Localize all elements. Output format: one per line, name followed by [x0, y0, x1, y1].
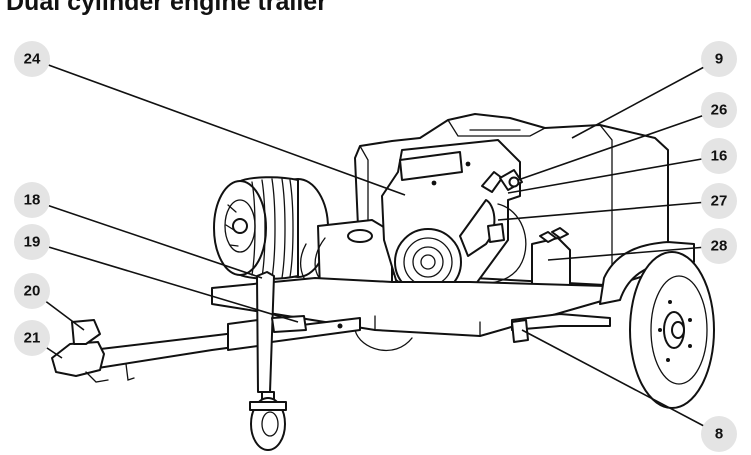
callout-number: 16 — [711, 148, 728, 165]
leader-28 — [547, 245, 720, 261]
diagram-title: Dual cylinder engine trailer — [6, 0, 327, 16]
callout-number: 9 — [715, 51, 723, 68]
leader-8 — [521, 329, 720, 435]
leader-lines — [31, 58, 720, 435]
hitch-coupler — [51, 319, 135, 383]
rear-wheel-left — [354, 329, 413, 352]
callout-number: 21 — [24, 330, 41, 347]
frame-bracket — [511, 319, 529, 343]
callout-18: 18 — [14, 182, 50, 218]
leader-18 — [31, 199, 263, 279]
callout-number: 18 — [24, 192, 41, 209]
leader-26 — [517, 109, 720, 181]
leader-19 — [31, 241, 299, 323]
callout-number: 26 — [711, 102, 728, 119]
callout-8: 8 — [701, 416, 737, 452]
leader-16 — [507, 155, 720, 194]
callout-19: 19 — [14, 224, 50, 260]
callout-number: 20 — [24, 283, 41, 300]
callout-20: 20 — [14, 273, 50, 309]
callout-26: 26 — [701, 92, 737, 128]
callout-number: 24 — [24, 51, 41, 68]
leader-9 — [571, 58, 720, 139]
callout-16: 16 — [701, 138, 737, 174]
fuel-cap — [508, 176, 520, 188]
callout-number: 8 — [715, 426, 723, 443]
trailer-illustration — [51, 113, 715, 451]
leader-24 — [31, 58, 406, 196]
leader-27 — [497, 200, 720, 221]
callout-number: 28 — [711, 238, 728, 255]
wheel — [629, 251, 715, 409]
tongue — [91, 317, 361, 369]
callout-number: 27 — [711, 193, 728, 210]
callout-28: 28 — [701, 228, 737, 264]
callout-27: 27 — [701, 183, 737, 219]
jack-stand — [249, 271, 287, 451]
callout-9: 9 — [701, 41, 737, 77]
callout-24: 24 — [14, 41, 50, 77]
hose-reel — [213, 176, 329, 280]
engine — [381, 139, 527, 299]
jack-handle — [271, 315, 307, 333]
callout-number: 19 — [24, 234, 41, 251]
callout-21: 21 — [14, 320, 50, 356]
